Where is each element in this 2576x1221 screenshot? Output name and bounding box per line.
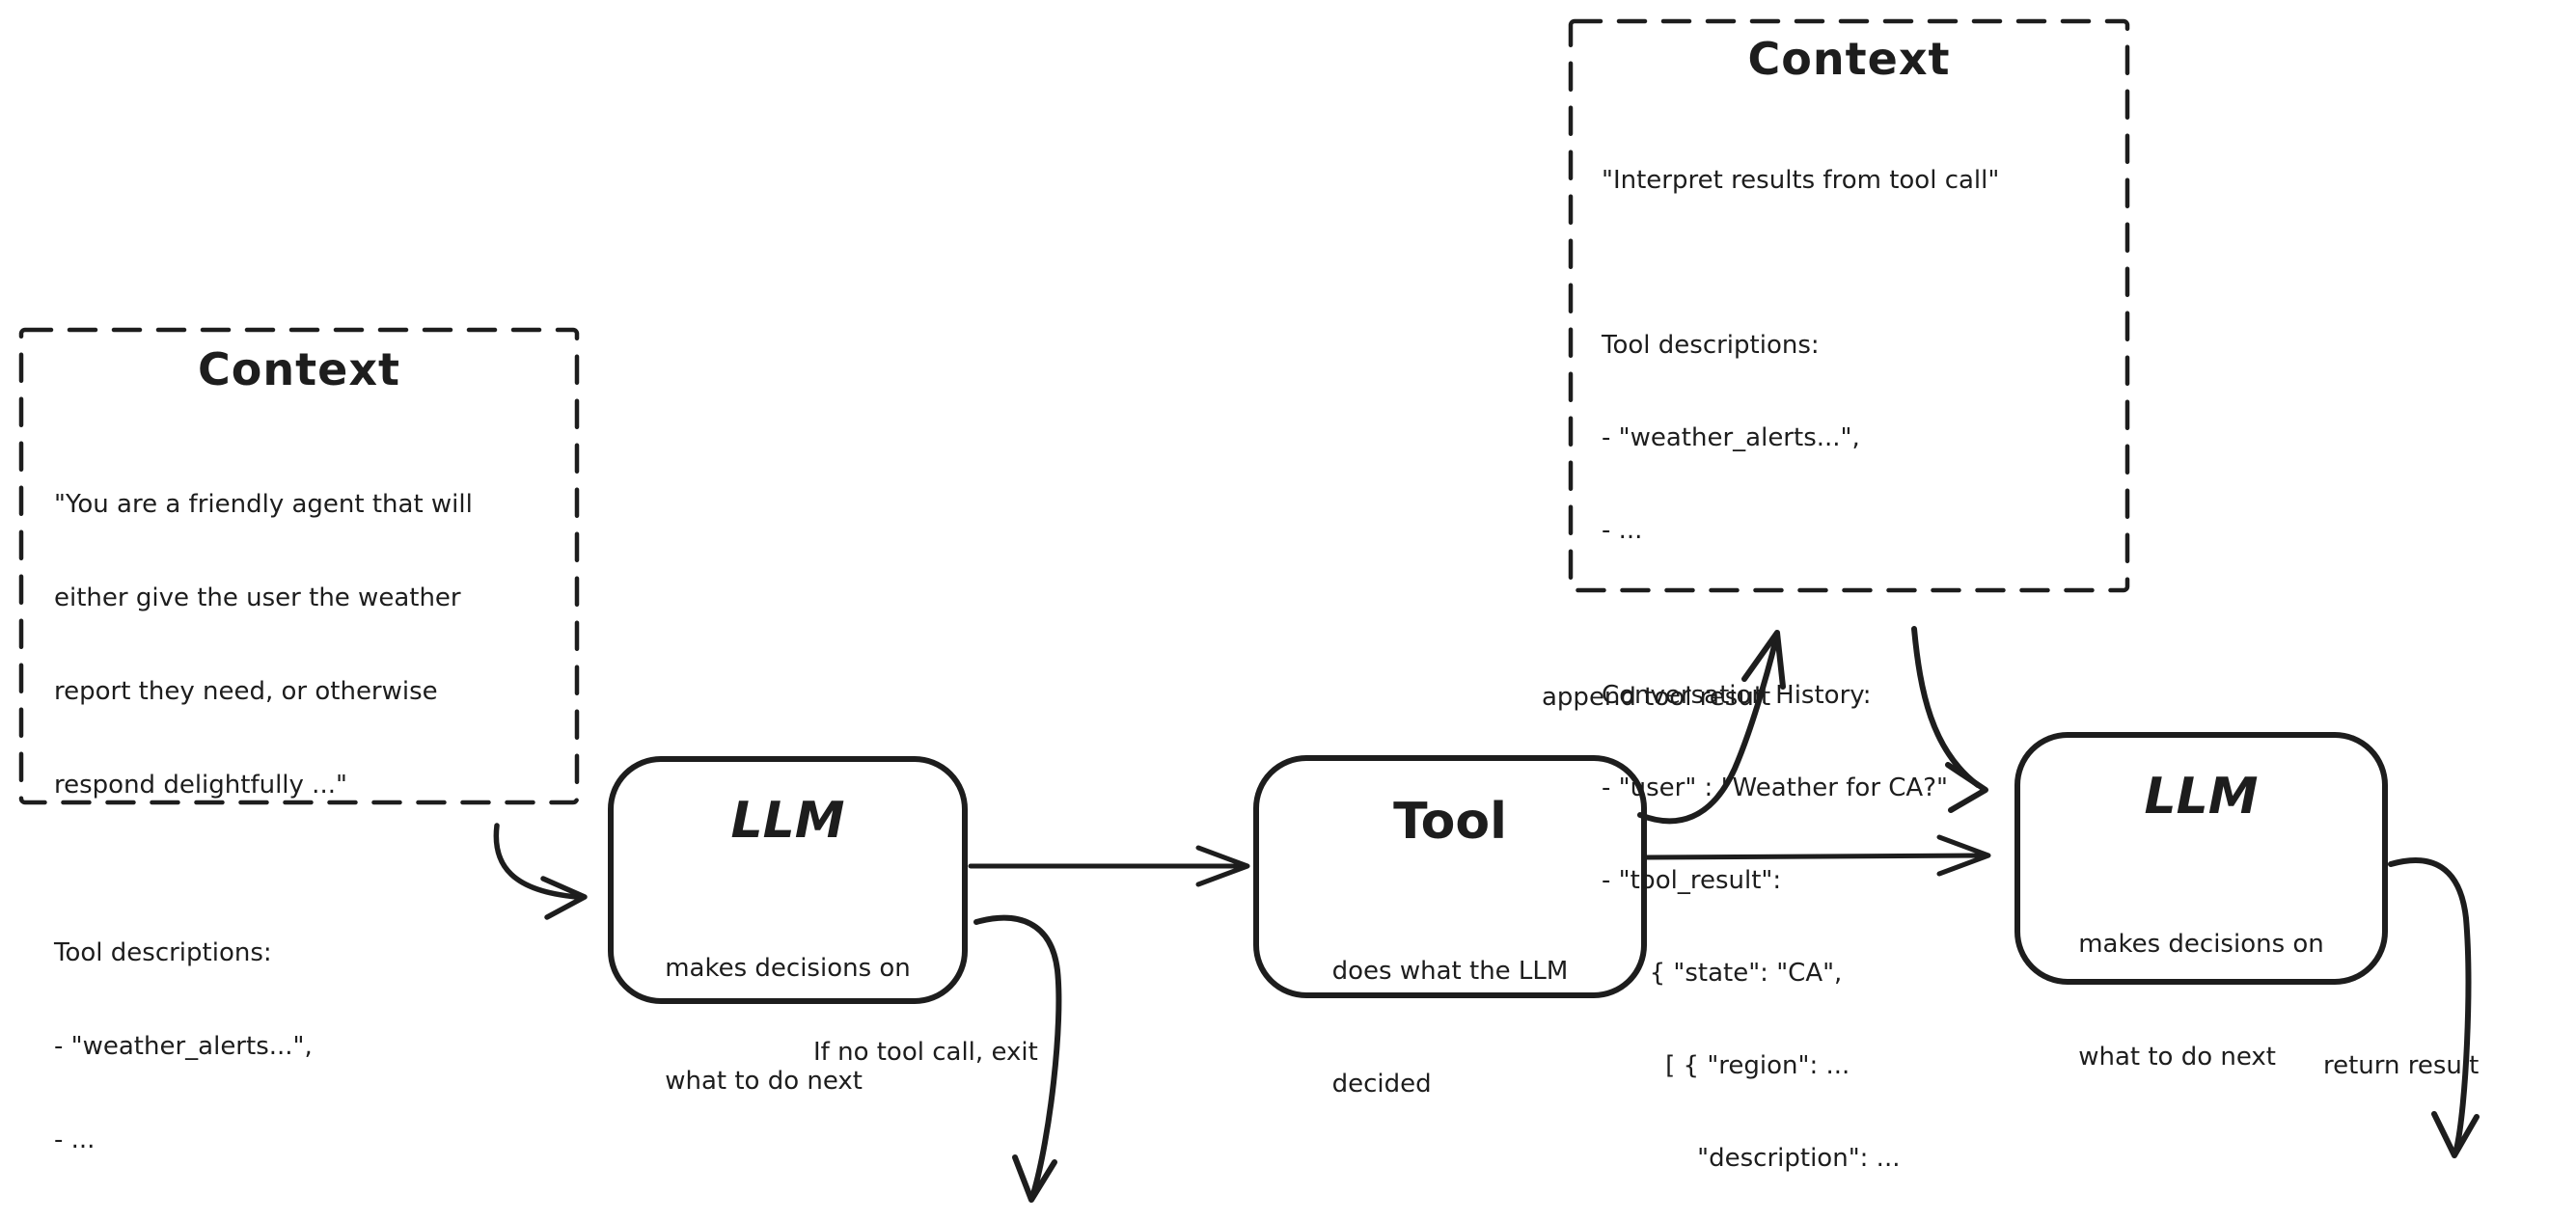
context-line: respond delightfully ..." — [54, 770, 347, 800]
context-line: [ { "region": ... — [1602, 1050, 1850, 1080]
context-left-title: Context — [198, 343, 400, 395]
tool-box — [1253, 755, 1647, 998]
context-line — [1602, 606, 2127, 620]
context-line: Tool descriptions: — [54, 937, 272, 967]
context-line — [1602, 256, 2127, 270]
context-line: report they need, or otherwise — [54, 676, 438, 706]
tool-subtitle: does what the LLM decided — [1332, 878, 1569, 1179]
edge-label-return-result: return result — [2323, 1051, 2480, 1080]
llm-second-title: LLM — [2144, 768, 2259, 826]
context-right-box — [1568, 18, 2130, 593]
arrow-context-left-to-llm-first — [493, 823, 588, 920]
subtitle-line: what to do next — [665, 1067, 863, 1096]
llm-first-node: LLM makes decisions on what to do next — [611, 759, 965, 1096]
subtitle-line: decided — [1331, 1070, 1432, 1099]
llm-first-title: LLM — [730, 792, 845, 850]
subtitle-line: makes decisions on — [665, 954, 911, 983]
llm-first-box — [608, 756, 968, 1004]
subtitle-line: does what the LLM — [1331, 957, 1569, 986]
context-line: - "weather_alerts...", — [54, 1031, 313, 1061]
arrow-llm-first-exit — [973, 914, 1062, 1203]
arrow-llm-first-to-tool — [968, 845, 1250, 887]
context-line — [54, 1216, 577, 1221]
edge-label-if-no-tool-call-exit: If no tool call, exit — [813, 1038, 1038, 1067]
context-line — [54, 861, 577, 878]
context-left-box — [18, 327, 580, 805]
arrow-tool-to-context-right — [1637, 630, 1786, 825]
arrow-tool-to-llm-second — [1644, 834, 1991, 877]
context-line: "You are a friendly agent that will — [54, 489, 473, 519]
context-line: { "state": "CA", — [1602, 958, 1843, 988]
context-left-node: Context "You are a friendly agent that w… — [21, 330, 577, 1154]
context-left-body: "You are a friendly agent that will eith… — [54, 429, 577, 1221]
context-line: - "tool_result": — [1602, 865, 1782, 895]
context-line: "Interpret results from tool call" — [1602, 165, 2000, 195]
context-line: - ... — [54, 1125, 96, 1154]
context-line: - "weather_alerts...", — [1602, 422, 1860, 452]
context-line: - ... — [1602, 515, 1643, 545]
llm-first-subtitle: makes decisions on what to do next — [665, 875, 911, 1176]
tool-node: Tool does what the LLM decided — [1256, 758, 1644, 1099]
arrow-context-right-to-llm-second — [1911, 626, 1988, 813]
subtitle-line: makes decisions on — [2078, 930, 2324, 959]
context-line: Conversation History: — [1602, 680, 1872, 710]
tool-title: Tool — [1393, 793, 1507, 851]
arrow-llm-second-return — [2388, 857, 2480, 1158]
context-line: either give the user the weather — [54, 583, 461, 612]
context-line: - "user" : "Weather for CA?" — [1602, 773, 1948, 802]
subtitle-line: what to do next — [2078, 1043, 2276, 1072]
llm-second-box — [2014, 732, 2388, 985]
llm-second-node: LLM makes decisions on what to do next — [2017, 735, 2385, 1072]
context-line: Tool descriptions: — [1602, 330, 1820, 360]
context-line: "description": ... — [1602, 1143, 1901, 1173]
edge-label-append-tool-result: append tool result — [1542, 683, 1771, 712]
context-right-title: Context — [1747, 33, 1951, 85]
context-right-node: Context "Interpret results from tool cal… — [1571, 21, 2127, 1173]
context-right-body: "Interpret results from tool call" Tool … — [1602, 105, 2127, 1221]
llm-second-subtitle: makes decisions on what to do next — [2078, 851, 2324, 1152]
